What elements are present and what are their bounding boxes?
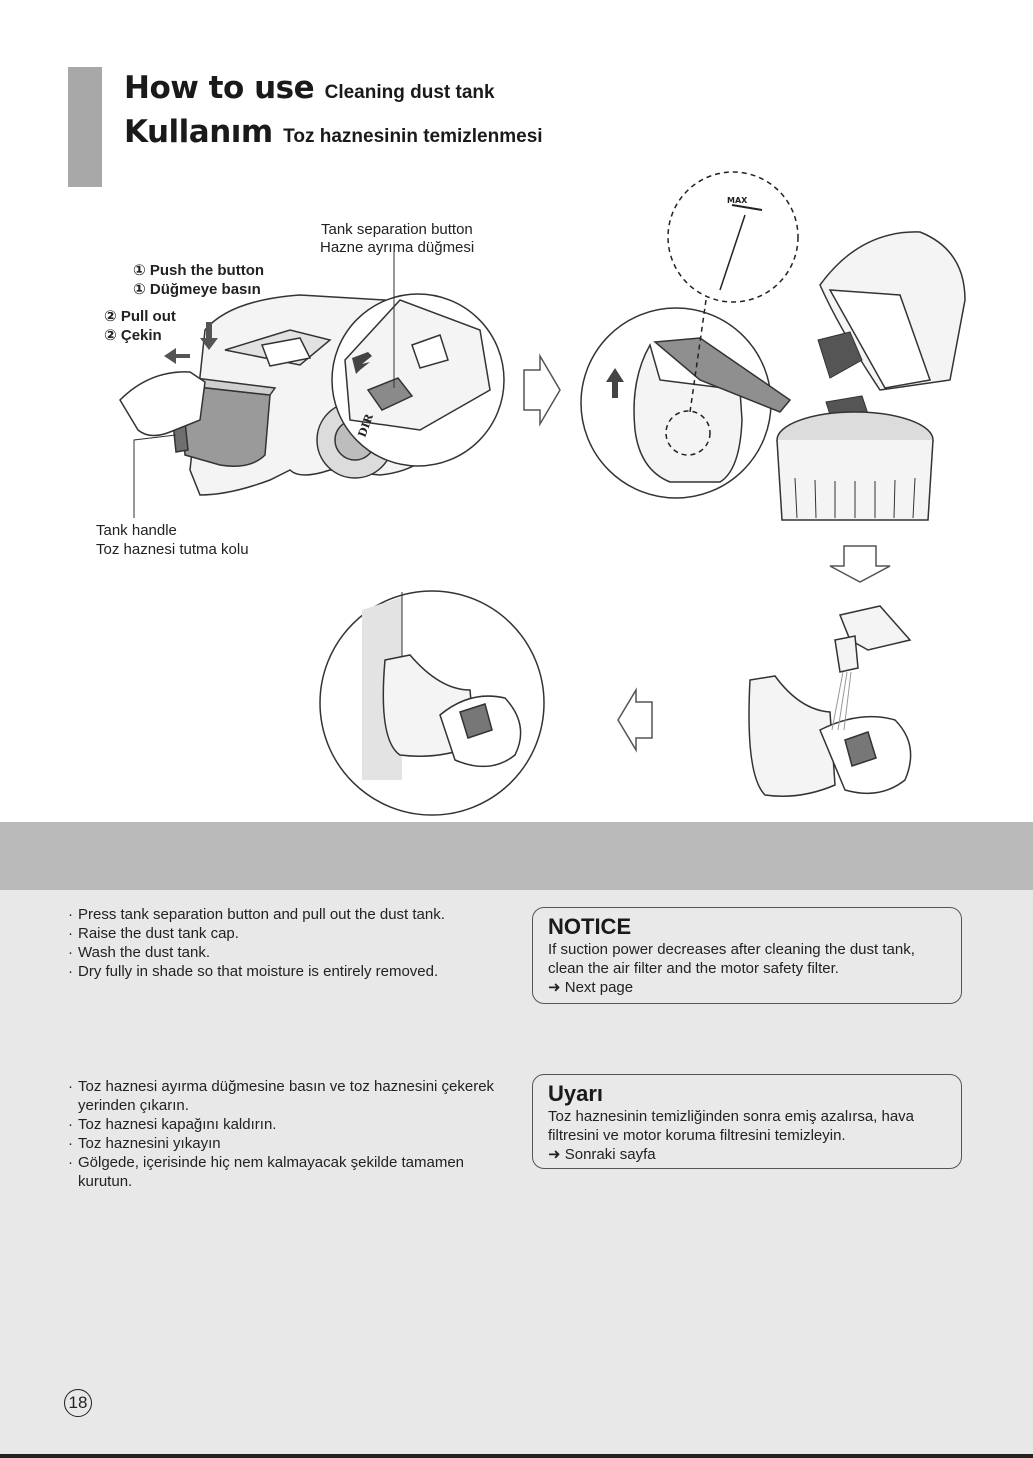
instruction-item: Gölgede, içerisinde hiç nem kalmayacak ş… — [66, 1153, 506, 1191]
instruction-item: Toz haznesi kapağını kaldırın. — [66, 1115, 506, 1134]
label-tank-separation-button-en: Tank separation button — [321, 220, 473, 239]
notice-box-en: NOTICE If suction power decreases after … — [532, 907, 962, 1004]
instruction-item: Toz haznesi ayırma düğmesine basın ve to… — [66, 1077, 506, 1115]
pull-arrow-icon — [164, 348, 190, 364]
notice-next-page-link[interactable]: ➜ Next page — [548, 978, 947, 997]
label-step2-tr: ② Çekin — [104, 326, 162, 345]
max-mark: MAX — [727, 196, 748, 205]
instructions-list-en: Press tank separation button and pull ou… — [66, 905, 506, 981]
instruction-item: Raise the dust tank cap. — [66, 924, 506, 943]
notice-body-tr: Toz haznesinin temizliğinden sonra emiş … — [548, 1107, 947, 1145]
notice-sonraki-sayfa-link[interactable]: ➜ Sonraki sayfa — [548, 1145, 947, 1164]
label-step2-en: ② Pull out — [104, 307, 176, 326]
label-tank-separation-button-tr: Hazne ayrıma düğmesi — [320, 238, 474, 257]
back-arrow-icon — [618, 690, 652, 750]
instruction-item: Press tank separation button and pull ou… — [66, 905, 506, 924]
instruction-item: Wash the dust tank. — [66, 943, 506, 962]
down-arrow-icon — [830, 546, 890, 582]
next-step-arrow-icon — [524, 356, 560, 424]
notice-title-tr: Uyarı — [548, 1081, 947, 1107]
page-number: 18 — [64, 1389, 92, 1417]
notice-title-en: NOTICE — [548, 914, 947, 940]
notice-box-tr: Uyarı Toz haznesinin temizliğinden sonra… — [532, 1074, 962, 1169]
notice-body-en: If suction power decreases after cleanin… — [548, 940, 947, 978]
instruction-item: Toz haznesini yıkayın — [66, 1134, 506, 1153]
max-level-detail-circle — [668, 172, 798, 302]
section-band — [0, 822, 1033, 890]
tank-handle-leader — [134, 435, 176, 518]
label-tank-handle-tr: Toz haznesi tutma kolu — [96, 540, 249, 559]
bottom-rule — [0, 1454, 1033, 1458]
label-tank-handle-en: Tank handle — [96, 521, 177, 540]
label-step1-tr: ① Düğmeye basın — [133, 280, 261, 299]
instruction-item: Dry fully in shade so that moisture is e… — [66, 962, 506, 981]
cleaning-illustration: DIR MAX — [0, 0, 1033, 822]
instructions-list-tr: Toz haznesi ayırma düğmesine basın ve to… — [66, 1077, 506, 1191]
label-step1-en: ① Push the button — [133, 261, 264, 280]
